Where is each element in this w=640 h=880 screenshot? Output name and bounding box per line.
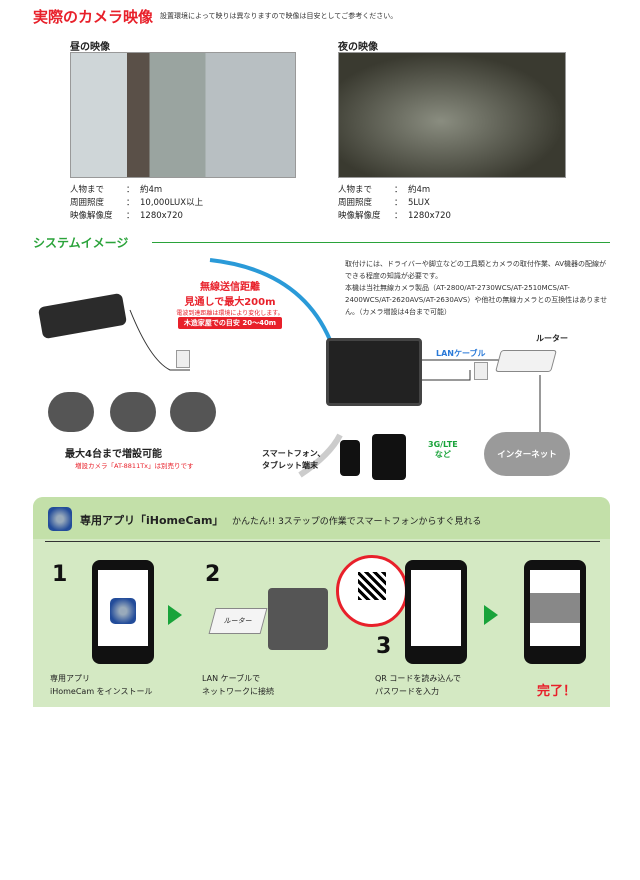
extra-camera-note: 増設カメラ「AT-8811Tx」は別売りです xyxy=(75,462,194,470)
system-connection-lines xyxy=(129,258,541,478)
spec-cell: 5LUX xyxy=(408,198,430,208)
day-label: 昼の映像 xyxy=(70,42,110,53)
router-label: ルーター xyxy=(536,334,568,343)
monitor-image xyxy=(326,338,422,406)
extra-camera-image xyxy=(110,392,156,432)
extra-camera-image xyxy=(48,392,94,432)
spec-cell: ： xyxy=(126,198,135,208)
internet-cloud: インターネット xyxy=(484,432,570,476)
note-line: 取付けには、ドライバーや脚立などの工具類とカメラの取付作業、AV機器の配線ができ… xyxy=(345,260,606,280)
system-notes: 取付けには、ドライバーや脚立などの工具類とカメラの取付作業、AV機器の配線ができ… xyxy=(345,258,610,318)
qr-code-callout xyxy=(336,555,408,627)
spec-row: 人物まで ： 約4m xyxy=(70,184,240,197)
ihomecam-app-icon xyxy=(110,598,136,624)
section-title-camera-footage: 実際のカメラ映像 xyxy=(33,8,154,26)
spec-cell: ： xyxy=(394,211,403,221)
step-number: 2 xyxy=(205,562,221,587)
router-image: ルーター xyxy=(208,608,268,634)
outlet-icon xyxy=(474,362,488,380)
spec-cell: 映像解像度 xyxy=(70,211,113,221)
spec-row: 映像解像度 ： 1280x720 xyxy=(338,210,508,223)
spec-cell: 人物まで xyxy=(70,185,105,195)
spec-cell: 1280x720 xyxy=(408,211,451,221)
day-footage-image xyxy=(70,52,296,178)
divider xyxy=(152,242,610,243)
smartphone-image xyxy=(340,440,360,476)
app-title: 専用アプリ「iHomeCam」 xyxy=(80,514,224,527)
spec-cell: ： xyxy=(394,198,403,208)
qr-code-icon xyxy=(358,572,386,600)
smartphone-label: スマートフォン、 タブレット端末 xyxy=(262,449,326,470)
app-subtitle: かんたん!! 3ステップの作業でスマートフォンからすぐ見れる xyxy=(232,517,482,527)
spec-cell: 周囲照度 xyxy=(338,198,373,208)
phone-done xyxy=(524,560,586,664)
max-cameras-text: 最大4台まで増設可能 xyxy=(65,449,162,460)
spec-cell: 約4m xyxy=(140,185,163,195)
day-specs: 人物まで ： 約4m 周囲照度 ： 10,000LUX以上映像解像度 ： 1280x720 xyxy=(70,184,240,223)
wireless-note: 電波到達距離は環境により変化します。 xyxy=(176,310,284,317)
router-image xyxy=(495,350,557,372)
step3-caption: QR コードを読み込んで パスワードを入力 xyxy=(375,674,461,696)
spec-row: 映像解像度 ： 1280x720 xyxy=(70,210,240,223)
wireless-distance-title: 無線送信距離 見通しで最大200m 電波到達距離は環境により変化します。 木造家… xyxy=(165,278,295,329)
spec-row: 周囲照度 ： 10,000LUX以上 xyxy=(70,197,240,210)
step2-caption: LAN ケーブルで ネットワークに接続 xyxy=(202,674,274,696)
spec-cell: 1280x720 xyxy=(140,211,183,221)
note-line: 本機は当社無線カメラ製品（AT-2800/AT-2730WCS/AT-2510M… xyxy=(345,284,608,316)
outlet-icon xyxy=(176,350,190,368)
spec-cell: ： xyxy=(126,185,135,195)
step1-caption: 専用アプリ iHomeCam をインストール xyxy=(50,674,153,696)
arrow-icon xyxy=(484,605,498,625)
lan-cable-label: LANケーブル xyxy=(436,349,486,358)
footage-note: 設置環境によって映りは異なりますので映像は目安としてご参考ください。 xyxy=(160,12,398,20)
network-label: 3G/LTE など xyxy=(428,440,458,459)
spec-cell: ： xyxy=(126,211,135,221)
spec-row: 周囲照度 ： 5LUX xyxy=(338,197,508,210)
phone-step3 xyxy=(405,560,467,664)
night-label: 夜の映像 xyxy=(338,42,378,53)
app-panel-header xyxy=(33,497,610,539)
monitor-back-image xyxy=(268,588,328,650)
phone-step1 xyxy=(92,560,154,664)
night-footage-image xyxy=(338,52,566,178)
step-number: 1 xyxy=(52,562,68,587)
arrow-icon xyxy=(168,605,182,625)
tablet-image xyxy=(372,434,406,480)
spec-cell: ： xyxy=(394,185,403,195)
wireless-line2: 見通しで最大200m xyxy=(184,297,276,308)
divider xyxy=(45,541,600,542)
ihomecam-app-icon xyxy=(48,507,72,531)
wireless-range-badge: 木造家屋での目安 20〜40m xyxy=(177,317,283,329)
spec-cell: 映像解像度 xyxy=(338,211,381,221)
extra-camera-image xyxy=(170,392,216,432)
spec-cell: 周囲照度 xyxy=(70,198,105,208)
step-number: 3 xyxy=(376,634,392,659)
spec-cell: 10,000LUX以上 xyxy=(140,198,204,208)
night-specs: 人物まで ： 約4m 周囲照度 ： 5LUX 映像解像度 ： 1280x720 xyxy=(338,184,508,223)
done-label: 完了！ xyxy=(537,684,577,699)
spec-row: 人物まで ： 約4m xyxy=(338,184,508,197)
section-title-system: システムイメージ xyxy=(33,236,129,250)
spec-cell: 人物まで xyxy=(338,185,373,195)
spec-cell: 約4m xyxy=(408,185,431,195)
wireless-line1: 無線送信距離 xyxy=(200,282,260,293)
